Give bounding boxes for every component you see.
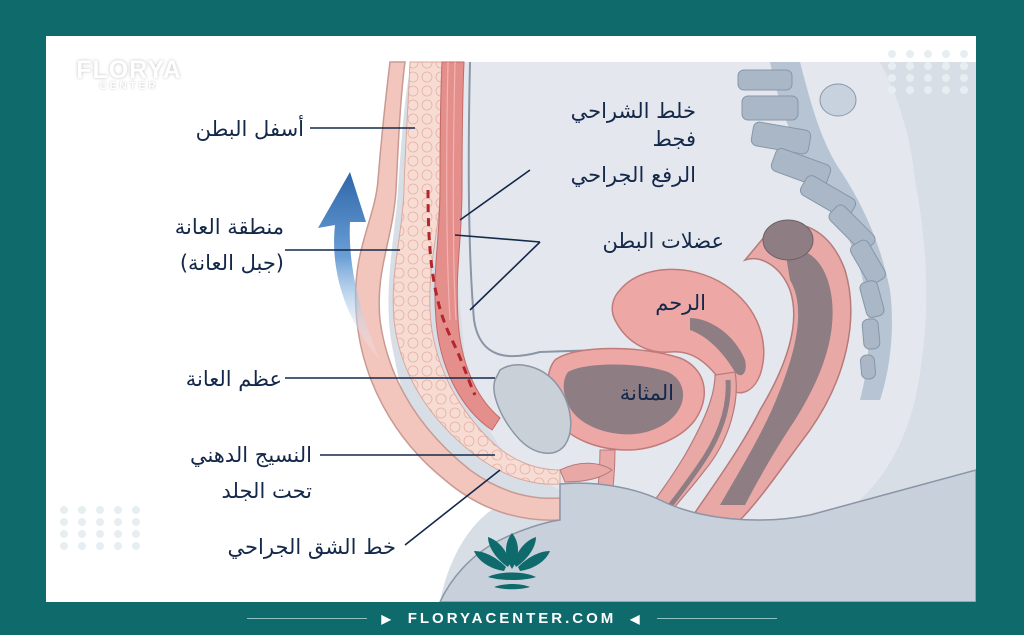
- logo-sub-text: CENTER: [99, 81, 159, 92]
- footer-divider-right: [656, 618, 777, 619]
- label-lower-abdomen: أسفل البطن: [195, 117, 304, 141]
- dot-pattern-top-right: [888, 50, 974, 94]
- label-incision-line: خط الشق الجراحي: [227, 535, 396, 559]
- label-fat-tissue-1: النسيج الدهني: [189, 443, 312, 467]
- label-pubic-region-1: منطقة العانة: [174, 215, 284, 239]
- florya-logo: FLORYA CENTER: [70, 58, 188, 92]
- label-abdominal-muscles: عضلات البطن: [602, 229, 725, 253]
- footer-divider-left: [247, 618, 368, 619]
- label-pubic-region-2: (جبل العانة): [179, 251, 284, 275]
- label-pubic-bone: عظم العانة: [185, 367, 282, 391]
- pubic-bone-shape: [493, 364, 572, 454]
- label-surgical-lift: الرفع الجراحي: [570, 163, 696, 187]
- arrow-right-icon: ▶: [381, 611, 394, 626]
- footer-bar: ▶ FLORYACENTER.COM ◀: [0, 602, 1024, 635]
- label-bladder: المثانة: [619, 381, 674, 405]
- dot-pattern-bottom-left: [60, 506, 146, 550]
- lotus-icon: [474, 533, 550, 590]
- label-uterus: الرحم: [655, 291, 706, 315]
- curved-arrow-up-icon: [318, 172, 380, 360]
- spine: [735, 62, 892, 400]
- website-link[interactable]: FLORYACENTER.COM: [407, 610, 617, 627]
- label-fat-tissue-2: تحت الجلد: [221, 479, 312, 503]
- lower-body: [439, 469, 976, 602]
- leader-lines: [285, 127, 541, 546]
- muscle-layer: [434, 61, 501, 431]
- peritoneum: [467, 61, 601, 358]
- logo-main-text: FLORYA: [76, 56, 182, 84]
- label-muscle-separation-2: فجط: [652, 127, 696, 151]
- arrow-left-icon: ◀: [630, 611, 643, 626]
- incision-line-mark: [426, 189, 477, 396]
- label-muscle-separation-1: خلط الشراحي: [570, 99, 696, 123]
